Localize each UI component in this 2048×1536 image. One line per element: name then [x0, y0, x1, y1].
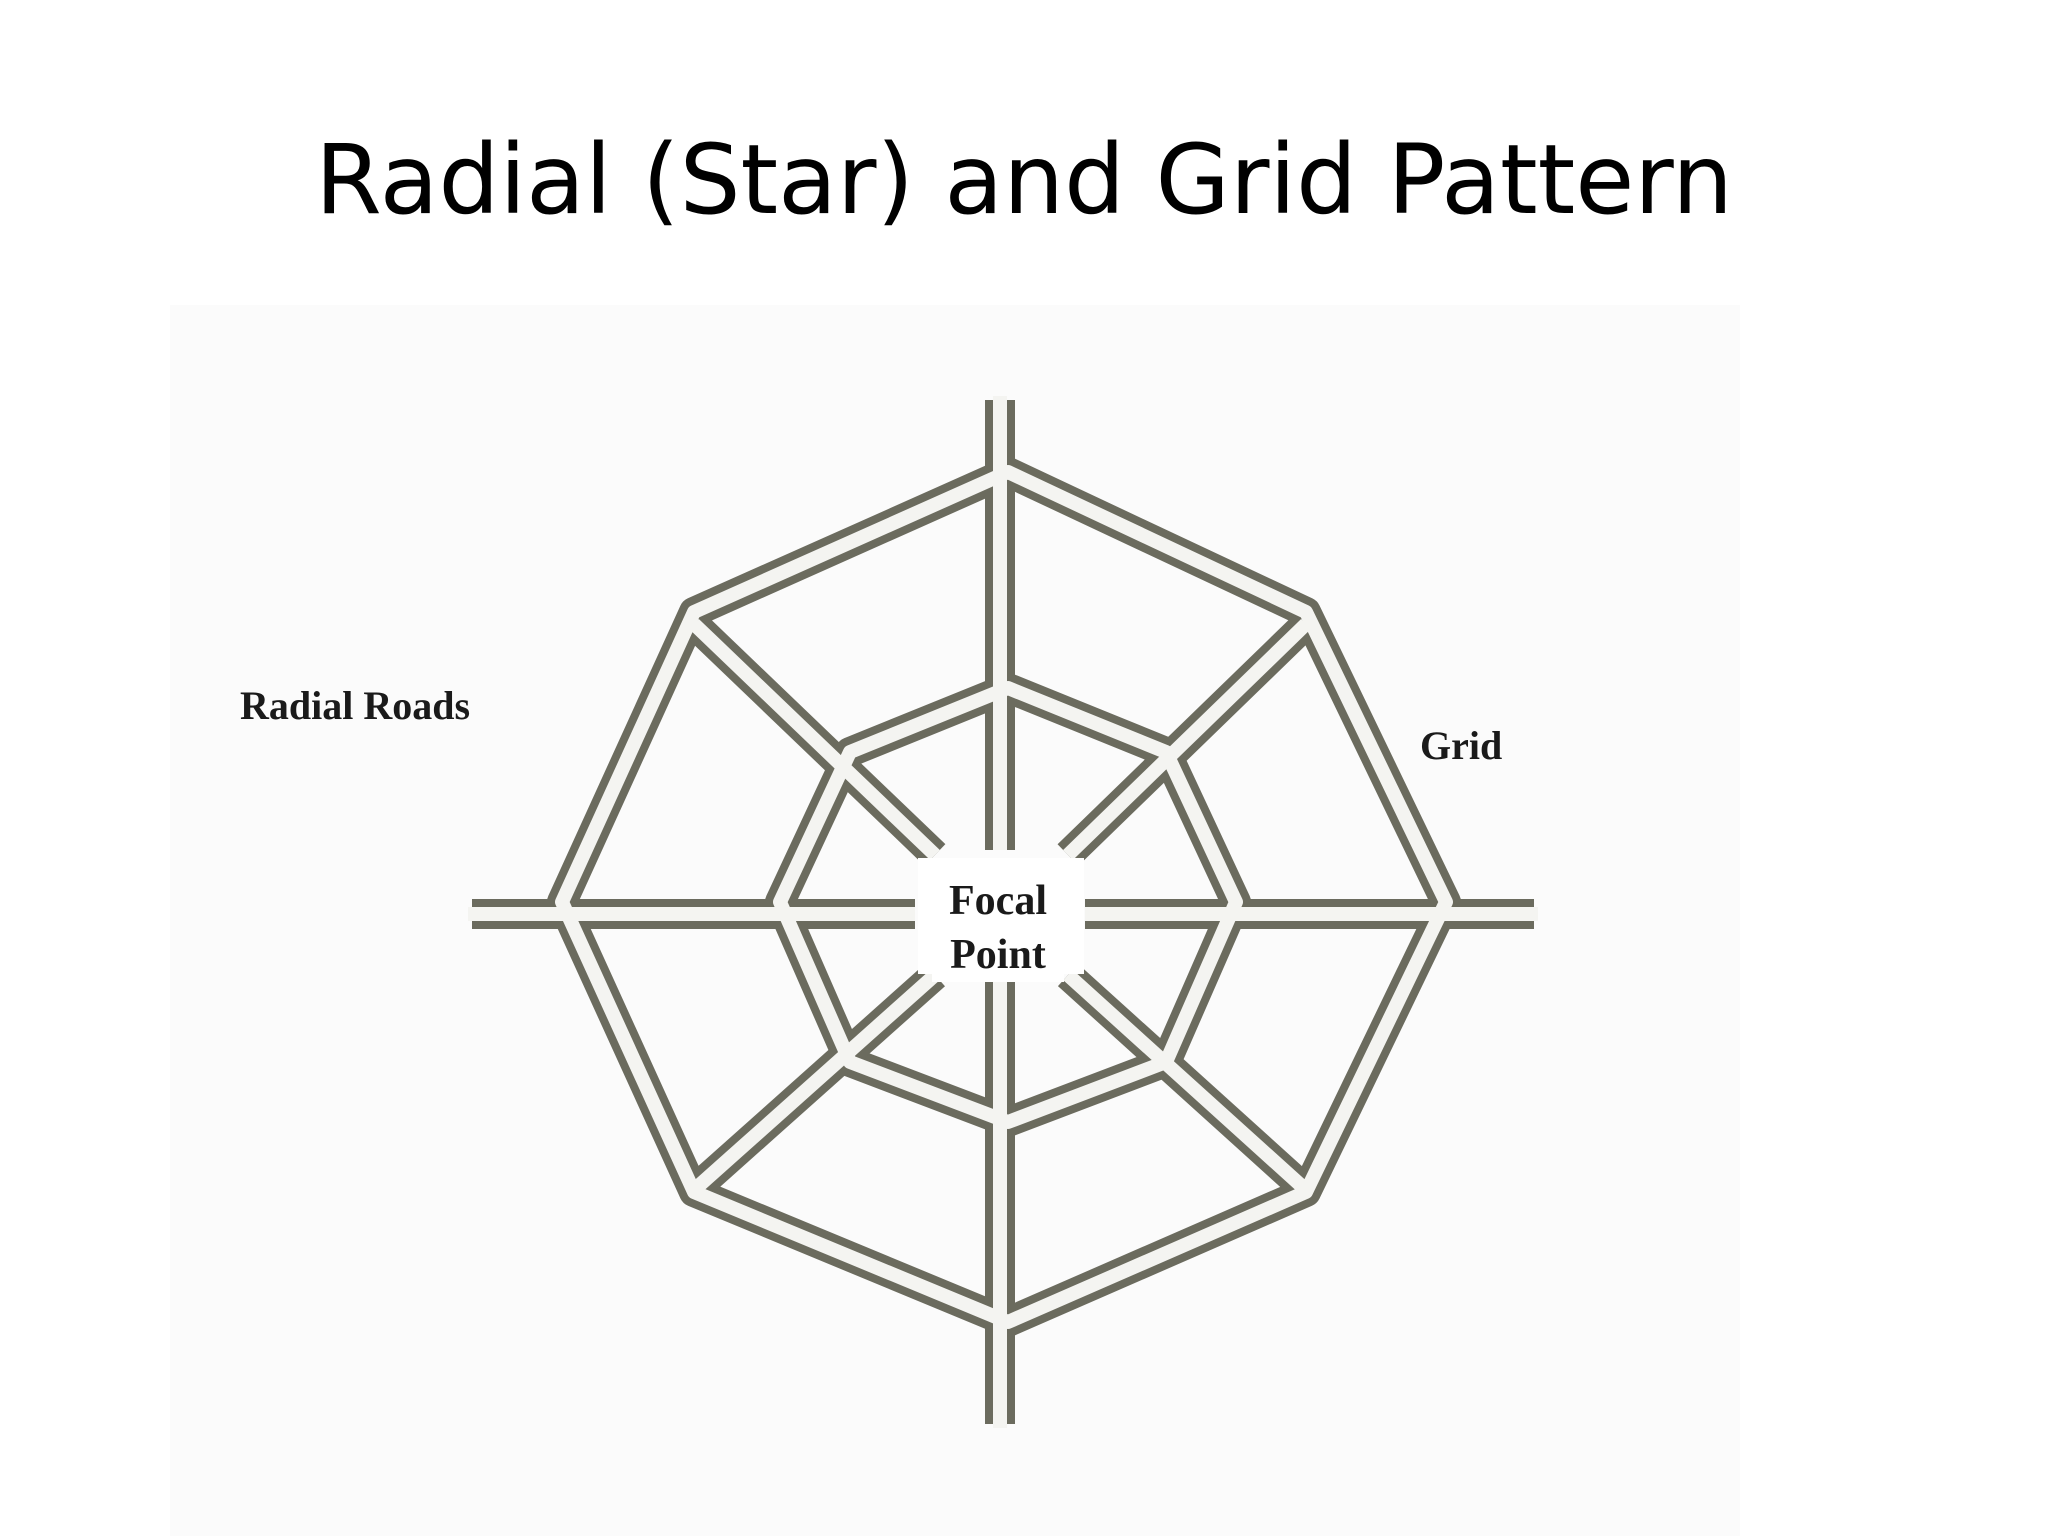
road-fills [468, 396, 1538, 1428]
focal-point-label-line1: Focal [949, 878, 1047, 924]
focal-point-label-line2: Point [950, 932, 1046, 978]
focal-point-label: Focal Point [932, 874, 1064, 982]
radial-roads-label: Radial Roads [240, 683, 471, 728]
slide-title: Radial (Star) and Grid Pattern [315, 124, 1733, 236]
grid-label: Grid [1420, 723, 1503, 768]
